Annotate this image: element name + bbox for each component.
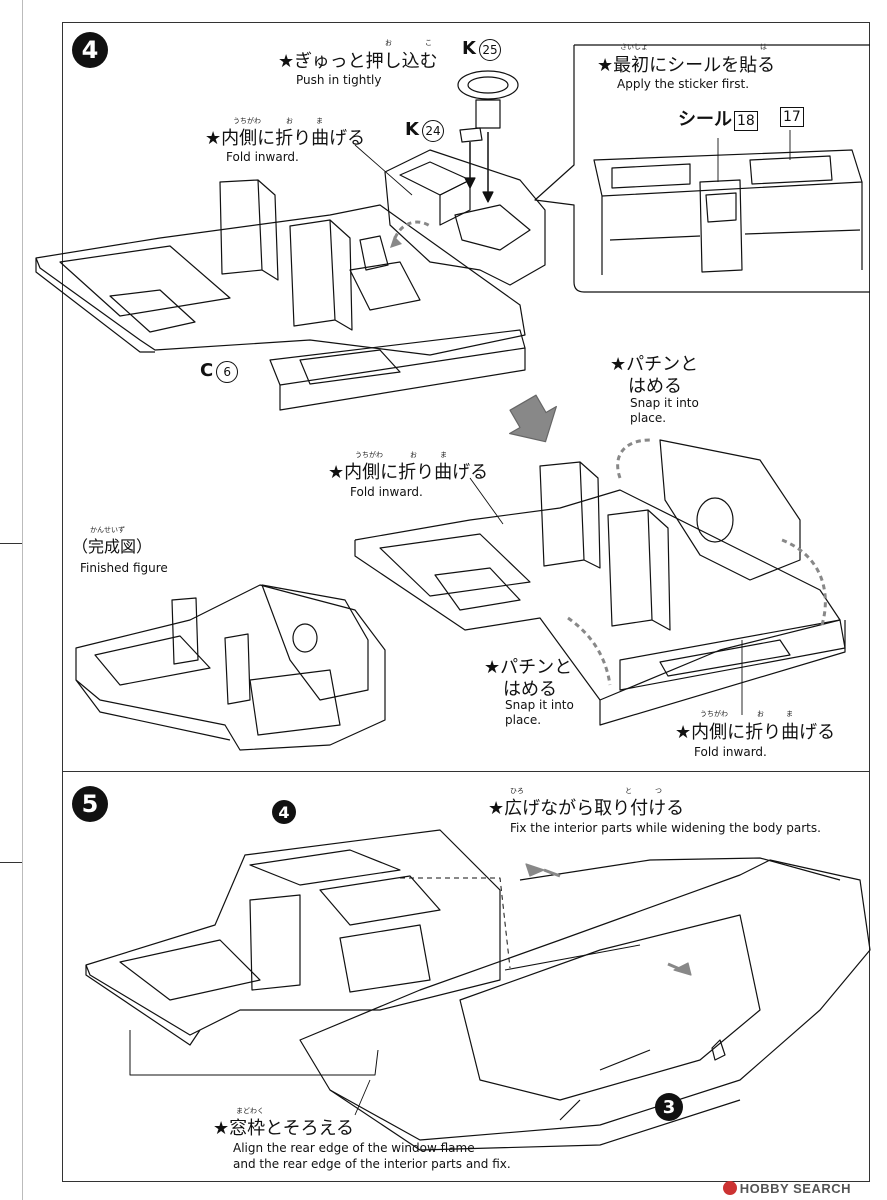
sticker-callout xyxy=(534,44,870,293)
widen-attach-jp: ★広げながら取り付ける xyxy=(488,798,685,819)
fold-arrow xyxy=(393,220,431,239)
leader-line xyxy=(354,1079,371,1116)
furigana: かんせいず xyxy=(90,526,125,534)
snap-into-place-en: Snap it into xyxy=(505,698,574,712)
widen-arrow xyxy=(673,962,692,976)
page-frame xyxy=(62,22,870,1182)
watermark: HOBBY SEARCH xyxy=(722,1181,851,1196)
snap-into-place-en: place. xyxy=(505,713,542,727)
sticker-17-label: 17 xyxy=(778,105,804,127)
leader-line xyxy=(354,144,413,196)
step-number-badge: 5 xyxy=(72,786,108,822)
furigana: と xyxy=(625,787,632,795)
step-4-reference-badge: 4 xyxy=(272,800,296,824)
furigana: つ xyxy=(655,787,662,795)
finished-figure-en: Finished figure xyxy=(80,561,168,575)
furigana: お xyxy=(385,39,392,47)
finished-figure xyxy=(75,584,386,751)
sticker-first-jp: ★最初にシールを貼る xyxy=(597,55,776,76)
fold-inward-jp: ★内側に折り曲げる xyxy=(675,722,836,743)
left-margin-rule xyxy=(0,862,22,863)
dashboard-top xyxy=(384,149,546,286)
furigana: さいしょ xyxy=(620,43,648,51)
fold-inward-jp: ★内側に折り曲げる xyxy=(328,462,489,483)
furigana: うちがわ xyxy=(355,451,383,459)
widen-arrow xyxy=(525,863,545,877)
snap-into-place-en: place. xyxy=(630,411,667,425)
fold-inward-en: Fold inward. xyxy=(694,745,767,759)
part-k24 xyxy=(459,127,483,189)
snap-arrow xyxy=(567,616,612,686)
window-frame-align-jp: ★窓枠とそろえる xyxy=(213,1118,355,1139)
guide-dashed xyxy=(400,877,511,969)
furigana: お xyxy=(757,710,764,718)
furigana: ま xyxy=(786,710,793,718)
leader-line xyxy=(469,477,504,525)
align-leader xyxy=(504,944,641,971)
snap-into-place-en: Snap it into xyxy=(630,396,699,410)
push-tightly-en: Push in tightly xyxy=(296,73,382,87)
widen-attach-en: Fix the interior parts while widening th… xyxy=(510,821,821,835)
align-leader xyxy=(129,1030,379,1076)
snap-into-place-jp: はめる xyxy=(503,679,557,700)
furigana: は xyxy=(760,43,767,51)
furigana: ひろ xyxy=(510,787,524,795)
hobbysearch-logo-icon xyxy=(722,1181,737,1195)
furigana: うちがわ xyxy=(233,117,261,125)
snap-arrow xyxy=(781,538,827,626)
furigana: うちがわ xyxy=(700,710,728,718)
furigana: こ xyxy=(425,39,432,47)
interior-tub-top xyxy=(35,179,526,411)
steering-wheel-k25 xyxy=(457,70,519,203)
step-number-badge: 4 xyxy=(72,32,108,68)
snap-into-place-jp: ★パチンと xyxy=(610,354,699,375)
furigana: お xyxy=(410,451,417,459)
furigana: お xyxy=(286,117,293,125)
down-arrow xyxy=(509,394,557,443)
interior-assembly-step5 xyxy=(85,829,501,1046)
snap-arrow xyxy=(616,438,651,479)
body-shell xyxy=(299,857,871,1151)
finished-figure-jp: （完成図） xyxy=(72,537,153,556)
furigana: ま xyxy=(316,117,323,125)
window-frame-align-en: and the rear edge of the interior parts … xyxy=(233,1157,511,1171)
fold-inward-en: Fold inward. xyxy=(350,485,423,499)
window-frame-align-en: Align the rear edge of the window flame xyxy=(233,1141,475,1155)
left-margin-rule xyxy=(0,543,22,544)
interior-tub-second xyxy=(354,439,846,726)
left-margin-line xyxy=(22,0,23,1200)
fold-inward-jp: ★内側に折り曲げる xyxy=(205,128,366,149)
snap-into-place-jp: はめる xyxy=(628,376,682,397)
snap-into-place-jp: ★パチンと xyxy=(484,657,573,678)
step-3-reference-badge: 3 xyxy=(655,1093,683,1121)
step-divider xyxy=(62,771,870,772)
push-tightly-jp: ★ぎゅっと押し込む xyxy=(278,51,438,72)
fold-inward-en: Fold inward. xyxy=(226,150,299,164)
furigana: ま xyxy=(440,451,447,459)
sticker-first-en: Apply the sticker first. xyxy=(617,77,750,91)
furigana: まどわく xyxy=(236,1107,264,1115)
